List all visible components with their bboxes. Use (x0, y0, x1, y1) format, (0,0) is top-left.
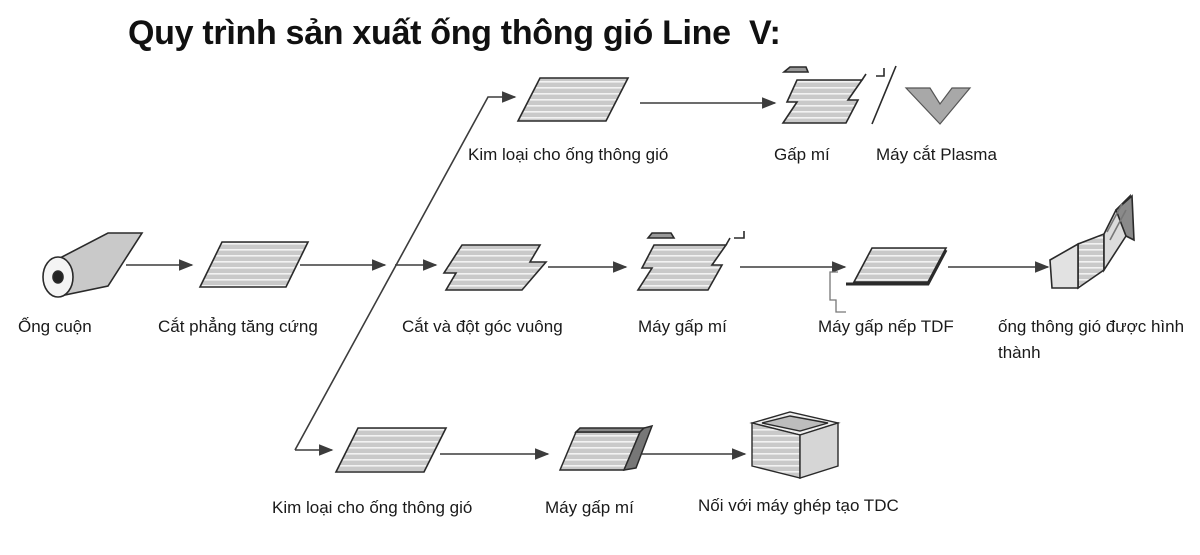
label-notch: Cắt và đột góc vuông (402, 317, 563, 336)
label-mid-fold: Máy gấp mí (638, 317, 727, 336)
label-tdc: Nối với máy ghép tạo TDC (698, 496, 899, 515)
flat-sheet-icon (516, 77, 630, 122)
formed-duct-section-icon (1049, 193, 1135, 290)
label-top-fold: Gấp mí (774, 145, 830, 164)
branch-line-up (294, 91, 517, 451)
label-plasma: Máy cắt Plasma (876, 145, 997, 164)
page-title: Quy trình sản xuất ống thông gió Line V: (128, 14, 781, 52)
label-bottom-fold: Máy gấp mí (545, 498, 634, 517)
tdf-flanged-sheet-icon (829, 247, 948, 313)
seam-folded-sheet-icon (636, 231, 745, 291)
divider-slash (871, 65, 897, 125)
duct-box-icon (749, 411, 841, 479)
flat-sheet-icon (198, 241, 310, 288)
folded-sheet-icon (558, 424, 654, 471)
label-formed: ống thông gió được hình thành (998, 317, 1185, 362)
label-flatten: Cắt phẳng tăng cứng (158, 317, 318, 336)
label-top-sheet: Kim loại cho ống thông gió (468, 145, 669, 164)
notched-sheet-icon (442, 244, 548, 291)
plasma-cut-profile-icon (904, 87, 972, 125)
label-tdf: Máy gấp nếp TDF (818, 317, 954, 336)
label-bottom-sheet: Kim loại cho ống thông gió (272, 498, 473, 517)
flow-connectors (126, 91, 1050, 460)
flat-sheet-icon (334, 427, 448, 473)
label-coil: Ống cuộn (18, 317, 92, 336)
seam-folded-sheet-icon (781, 66, 885, 124)
sheet-coil-icon (42, 232, 144, 298)
